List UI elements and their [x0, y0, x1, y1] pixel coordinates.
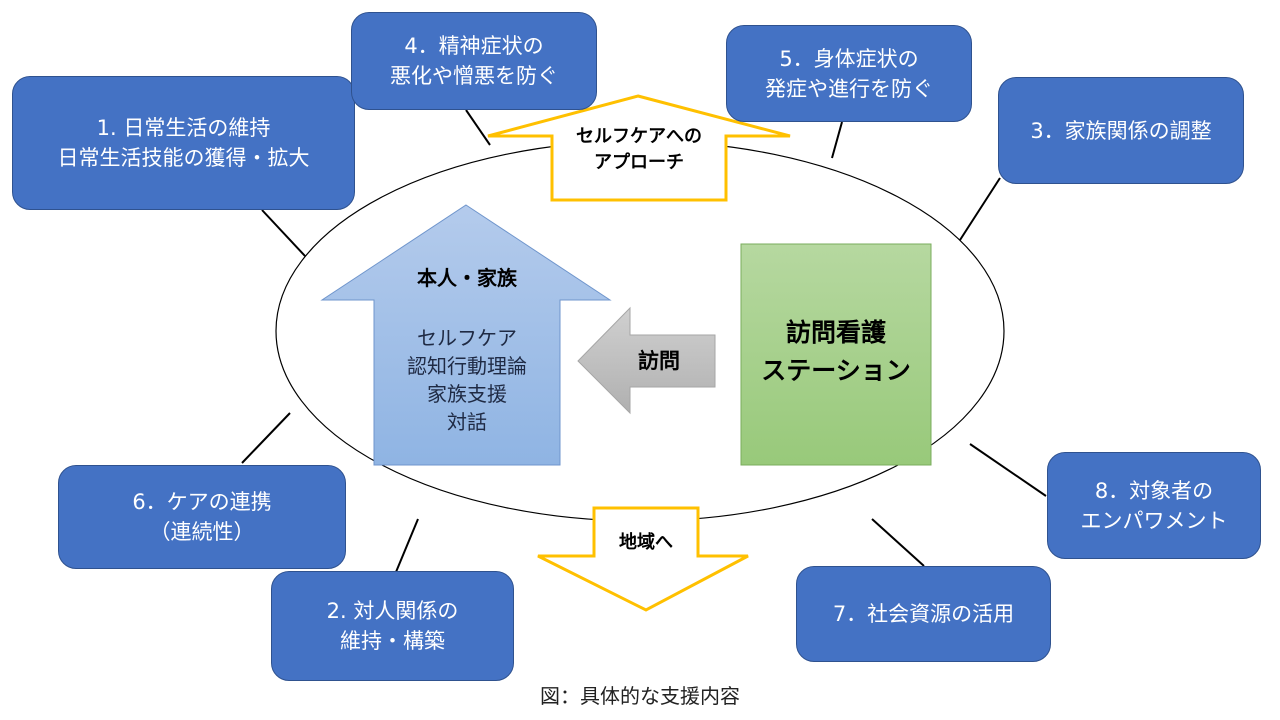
self-care-arrow: [487, 94, 791, 202]
person-family-list: セルフケア 認知行動理論 家族支援 対話: [374, 320, 560, 440]
self-care-arrow-line2: アプローチ: [594, 152, 684, 173]
item-box-3: 3．家族関係の調整: [998, 77, 1244, 184]
item-1-line1: 1. 日常生活の維持: [96, 116, 271, 140]
connector-line-7: [871, 518, 925, 567]
station-label: 訪問看護 ステーション: [741, 310, 931, 394]
connector-line-3: [959, 177, 1001, 241]
item-2-line2: 維持・構築: [340, 629, 445, 653]
station-box: [740, 243, 932, 466]
connector-line-8: [969, 443, 1047, 497]
person-family-header: 本人・家族: [417, 265, 517, 290]
item-4-line1: 4．精神症状の: [404, 34, 544, 58]
item-1-line2: 日常生活技能の獲得・拡大: [57, 146, 310, 170]
item-box-5: 5．身体症状の 発症や進行を防ぐ: [726, 25, 972, 122]
item-box-2: 2. 対人関係の 維持・構築: [271, 571, 514, 681]
item-box-7: 7．社会資源の活用: [796, 566, 1051, 662]
person-family-item: 家族支援: [427, 382, 507, 406]
item-5-line2: 発症や進行を防ぐ: [765, 76, 933, 101]
connector-line-4: [465, 109, 491, 146]
item-8-line1: 8．対象者の: [1094, 478, 1214, 503]
item-box-6: 6．ケアの連携 （連続性）: [58, 465, 346, 569]
visit-arrow: [577, 306, 716, 415]
community-arrow: [537, 506, 749, 612]
item-box-1: 1. 日常生活の維持 日常生活技能の獲得・拡大: [12, 76, 355, 210]
person-family-item: 対話: [447, 410, 487, 434]
item-box-8: 8．対象者の エンパワメント: [1047, 452, 1261, 559]
connector-line-6: [241, 412, 291, 464]
self-care-arrow-line1: セルフケアへの: [576, 126, 702, 147]
connector-line-5: [831, 121, 843, 159]
self-care-arrow-label: セルフケアへの アプローチ: [552, 120, 726, 180]
station-line2: ステーション: [761, 356, 911, 385]
item-8-line2: エンパワメント: [1080, 508, 1228, 533]
person-family-item: 認知行動理論: [407, 354, 527, 378]
community-arrow-label: 地域へ: [619, 532, 673, 553]
visit-arrow-label: 訪問: [638, 349, 680, 373]
person-family-item: セルフケア: [417, 326, 517, 350]
item-7-line1: 7．社会資源の活用: [832, 602, 1015, 626]
item-6-line2: （連続性）: [149, 520, 255, 544]
item-3-line1: 3．家族関係の調整: [1030, 118, 1212, 143]
item-4-line2: 悪化や憎悪を防ぐ: [390, 64, 558, 88]
connector-line-1: [261, 209, 306, 257]
item-box-4: 4．精神症状の 悪化や憎悪を防ぐ: [351, 12, 597, 110]
station-line1: 訪問看護: [785, 318, 886, 347]
figure-caption: 図：具体的な支援内容: [540, 684, 740, 708]
connector-line-2: [395, 518, 419, 573]
item-2-line1: 2. 対人関係の: [326, 599, 459, 623]
person-family-arrow: [320, 204, 612, 466]
item-5-line1: 5．身体症状の: [779, 46, 919, 71]
item-6-line1: 6．ケアの連携: [132, 490, 272, 514]
